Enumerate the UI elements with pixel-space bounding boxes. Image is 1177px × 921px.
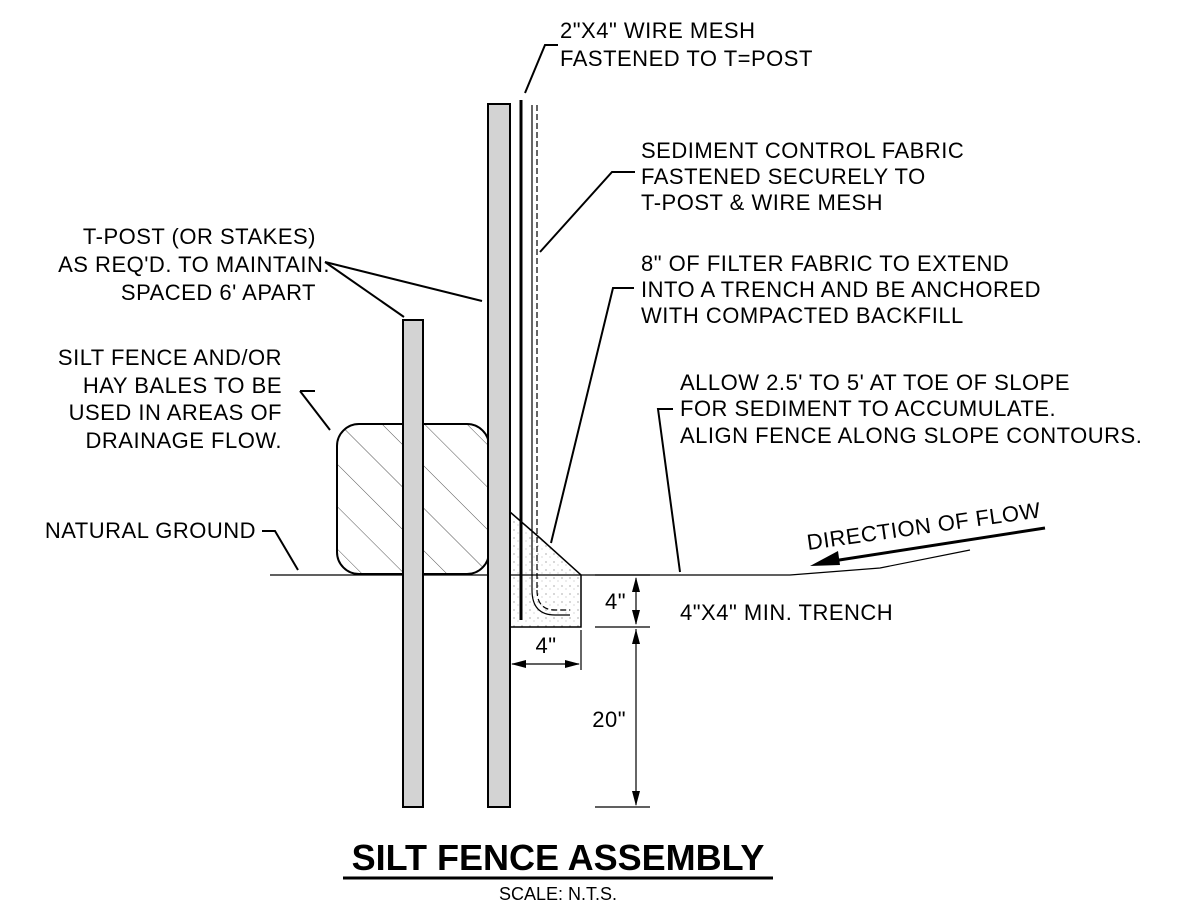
label-filter-1: 8" OF FILTER FABRIC TO EXTEND <box>641 251 1009 276</box>
label-tpost-2: AS REQ'D. TO MAINTAIN. <box>58 252 330 277</box>
flow-arrow <box>810 526 1046 566</box>
label-wire-mesh-2: FASTENED TO T=POST <box>560 46 813 71</box>
drawing-scale: SCALE: N.T.S. <box>499 884 617 904</box>
label-filter-2: INTO A TRENCH AND BE ANCHORED <box>641 277 1041 302</box>
label-natural-ground: NATURAL GROUND <box>45 518 256 543</box>
label-allow-1: ALLOW 2.5' TO 5' AT TOE OF SLOPE <box>680 370 1070 395</box>
label-tpost-3: SPACED 6' APART <box>121 280 316 305</box>
drawing-title: SILT FENCE ASSEMBLY <box>352 837 765 878</box>
dimension-lines <box>509 574 650 808</box>
sediment-control-fabric <box>531 105 570 616</box>
label-hay-3: USED IN AREAS OF <box>69 400 282 425</box>
label-filter-3: WITH COMPACTED BACKFILL <box>641 303 964 328</box>
leader-lines <box>262 44 681 573</box>
label-allow-3: ALIGN FENCE ALONG SLOPE CONTOURS. <box>680 423 1142 448</box>
t-post-front <box>402 319 424 808</box>
label-wire-mesh-1: 2"X4" WIRE MESH <box>560 18 756 43</box>
label-trench: 4"X4" MIN. TRENCH <box>680 600 893 625</box>
label-sediment-1: SEDIMENT CONTROL FABRIC <box>641 138 964 163</box>
dim-post-depth: 20" <box>592 707 626 732</box>
label-sediment-3: T-POST & WIRE MESH <box>641 190 883 215</box>
label-hay-4: DRAINAGE FLOW. <box>86 428 282 453</box>
label-hay-1: SILT FENCE AND/OR <box>58 345 282 370</box>
t-post-main <box>487 103 511 808</box>
trench-backfill <box>509 510 582 628</box>
dim-trench-width: 4" <box>535 633 556 658</box>
label-allow-2: FOR SEDIMENT TO ACCUMULATE. <box>680 396 1056 421</box>
label-tpost-1: T-POST (OR STAKES) <box>83 224 316 249</box>
label-hay-2: HAY BALES TO BE <box>83 373 282 398</box>
dim-trench-depth: 4" <box>605 589 626 614</box>
label-sediment-2: FASTENED SECURELY TO <box>641 164 926 189</box>
